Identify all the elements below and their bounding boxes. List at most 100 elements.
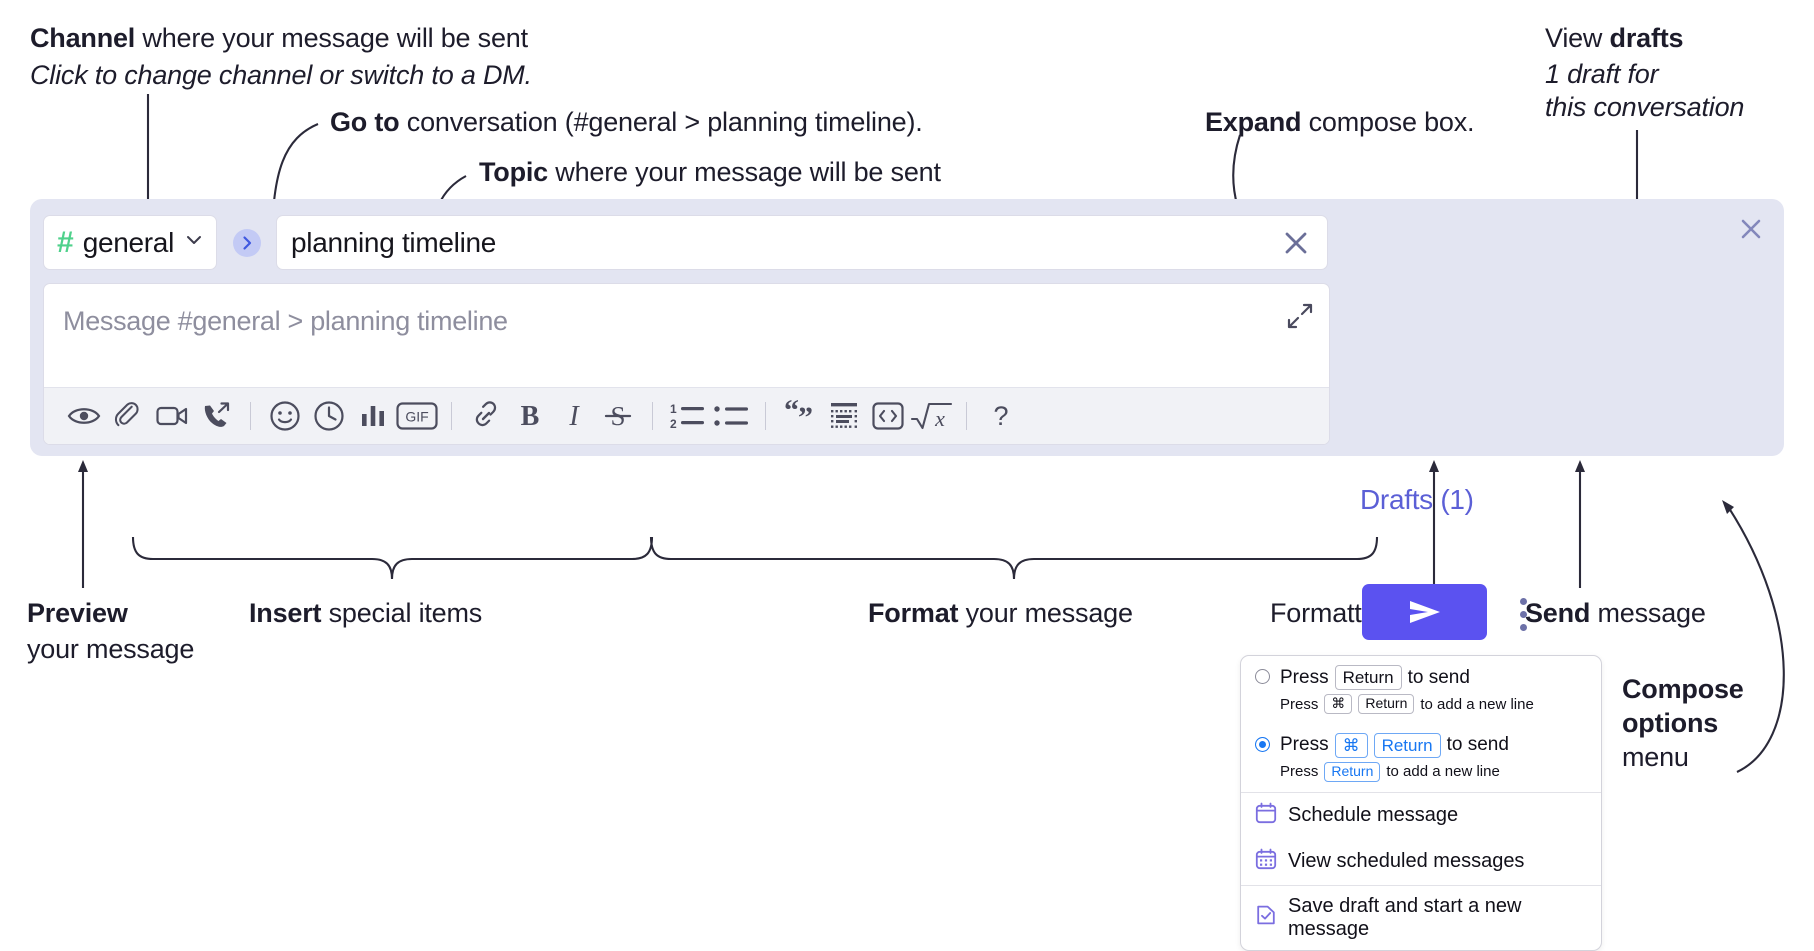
svg-text:2: 2 [670,417,677,431]
toolbar-divider [765,402,766,430]
menu-item-save-draft[interactable]: Save draft and start a new message [1241,886,1601,950]
svg-text:GIF: GIF [405,409,428,425]
clock-icon[interactable] [307,394,351,438]
menu-option-press-return[interactable]: Press Return to send [1241,656,1601,692]
annotation-goto-rest: conversation (#general > planning timeli… [399,107,923,137]
hash-icon: # [57,225,74,259]
gif-icon[interactable]: GIF [395,394,439,438]
link-icon[interactable] [464,394,508,438]
chevron-down-icon [183,229,205,256]
svg-text:”: ” [798,401,813,432]
opt1-pre: Press [1280,666,1329,688]
annotation-topic: Topic where your message will be sent [479,157,1079,189]
close-icon[interactable] [1279,226,1313,260]
bar-chart-icon[interactable] [351,394,395,438]
radio-press-cmd-return[interactable] [1255,736,1270,752]
emoji-smiley-icon[interactable] [263,394,307,438]
annotation-compose-options-l1: Compose [1622,674,1744,704]
menu-item-schedule-message[interactable]: Schedule message [1241,793,1601,839]
annotation-preview: Preview your message [27,598,257,666]
annotation-preview-sub: your message [27,633,195,664]
bold-icon[interactable]: B [508,394,552,438]
key-return: Return [1373,732,1441,758]
annotation-drafts-bold: drafts [1609,23,1684,53]
annotation-drafts-sub2: this conversation [1545,91,1745,122]
svg-text:B: B [521,401,540,431]
calendar-icon [1255,802,1277,830]
annotation-format-rest: your message [958,598,1133,628]
opt2-sub-pre: Press [1280,763,1319,781]
annotation-insert-rest: special items [321,598,483,628]
key-return: Return [1324,762,1381,782]
menu-divider [1241,791,1601,793]
menu-item-label: Schedule message [1288,804,1459,826]
opt2-pre: Press [1280,734,1329,756]
formatting-toolbar: GIF B I S 1 2 [44,387,1329,444]
toolbar-divider [250,402,251,430]
message-input[interactable]: Message #general > planning timeline [63,306,508,336]
goto-conversation-button[interactable] [233,229,261,257]
kebab-dot [1519,597,1527,605]
compose-options-menu: Press Return to send Press ⌘ Return to a… [1240,655,1602,951]
annotation-expand: Expand compose box. [1205,107,1605,139]
annotation-compose-options-l3: menu [1622,741,1689,772]
video-camera-icon[interactable] [150,394,194,438]
annotation-preview-bold: Preview [27,598,128,628]
opt1-post: to send [1407,666,1470,688]
opt2-post: to send [1446,734,1509,756]
document-check-icon [1255,904,1277,932]
compose-options-button[interactable] [1512,594,1534,634]
annotation-topic-bold: Topic [479,157,548,187]
drafts-link[interactable]: Drafts (1) [1360,484,1474,515]
menu-option-press-cmd-return-sub: Press Return to add a new line [1241,760,1601,792]
annotation-format: Format your message [868,598,1198,630]
preview-icon[interactable] [62,394,106,438]
annotation-drafts-pre: View [1545,23,1610,53]
toolbar-divider [652,402,653,430]
message-compose-panel: Message #general > planning timeline [43,283,1330,445]
bulleted-list-icon[interactable] [709,394,753,438]
toolbar-divider [451,402,452,430]
annotation-compose-options: Compose options menu [1622,674,1814,774]
help-question-icon[interactable]: ? [979,394,1023,438]
annotation-format-bold: Format [868,598,959,628]
menu-item-label: Save draft and start a new message [1288,894,1522,940]
inline-code-icon[interactable] [866,394,910,438]
annotation-send: Send message [1525,598,1814,630]
code-block-icon[interactable] [822,394,866,438]
send-paper-plane-icon [1409,601,1440,623]
compose-widget: # general planning timeline Message #gen… [30,199,1784,640]
opt2-sub-post: to add a new line [1386,763,1500,781]
ordered-list-icon[interactable]: 1 2 [665,394,709,438]
opt1-sub-pre: Press [1280,695,1319,713]
kebab-dot [1519,623,1527,631]
math-icon[interactable]: x [910,394,954,438]
italic-icon[interactable]: I [552,394,596,438]
phone-call-icon[interactable] [194,394,238,438]
strikethrough-icon[interactable]: S [596,394,640,438]
channel-selector[interactable]: # general [43,215,217,270]
send-button[interactable] [1362,584,1487,640]
annotation-expand-bold: Expand [1205,107,1302,137]
radio-press-return[interactable] [1255,669,1270,684]
menu-item-label: View scheduled messages [1288,850,1525,872]
expand-diagonal-icon[interactable] [1285,301,1315,336]
menu-divider [1241,884,1601,886]
annotation-channel-rest: where your message will be sent [135,23,528,53]
close-icon[interactable] [1736,214,1766,249]
key-return: Return [1358,694,1415,714]
key-return: Return [1334,665,1402,691]
menu-item-view-scheduled-messages[interactable]: View scheduled messages [1241,839,1601,885]
menu-option-press-cmd-return[interactable]: Press ⌘ Return to send [1241,724,1601,760]
blockquote-icon[interactable]: “” [778,394,822,438]
chevron-right-icon [243,236,252,250]
svg-text:1: 1 [670,402,677,416]
annotation-channel-bold: Channel [30,23,136,53]
annotation-goto-bold: Go to [330,107,400,137]
annotation-drafts: View drafts 1 draft for this conversatio… [1545,23,1814,124]
annotation-compose-options-l2: options [1622,707,1719,738]
kebab-dot [1519,610,1527,618]
annotation-channel: Channel where your message will be sent … [30,23,590,92]
attachment-paperclip-icon[interactable] [106,394,150,438]
topic-input[interactable]: planning timeline [276,215,1328,270]
